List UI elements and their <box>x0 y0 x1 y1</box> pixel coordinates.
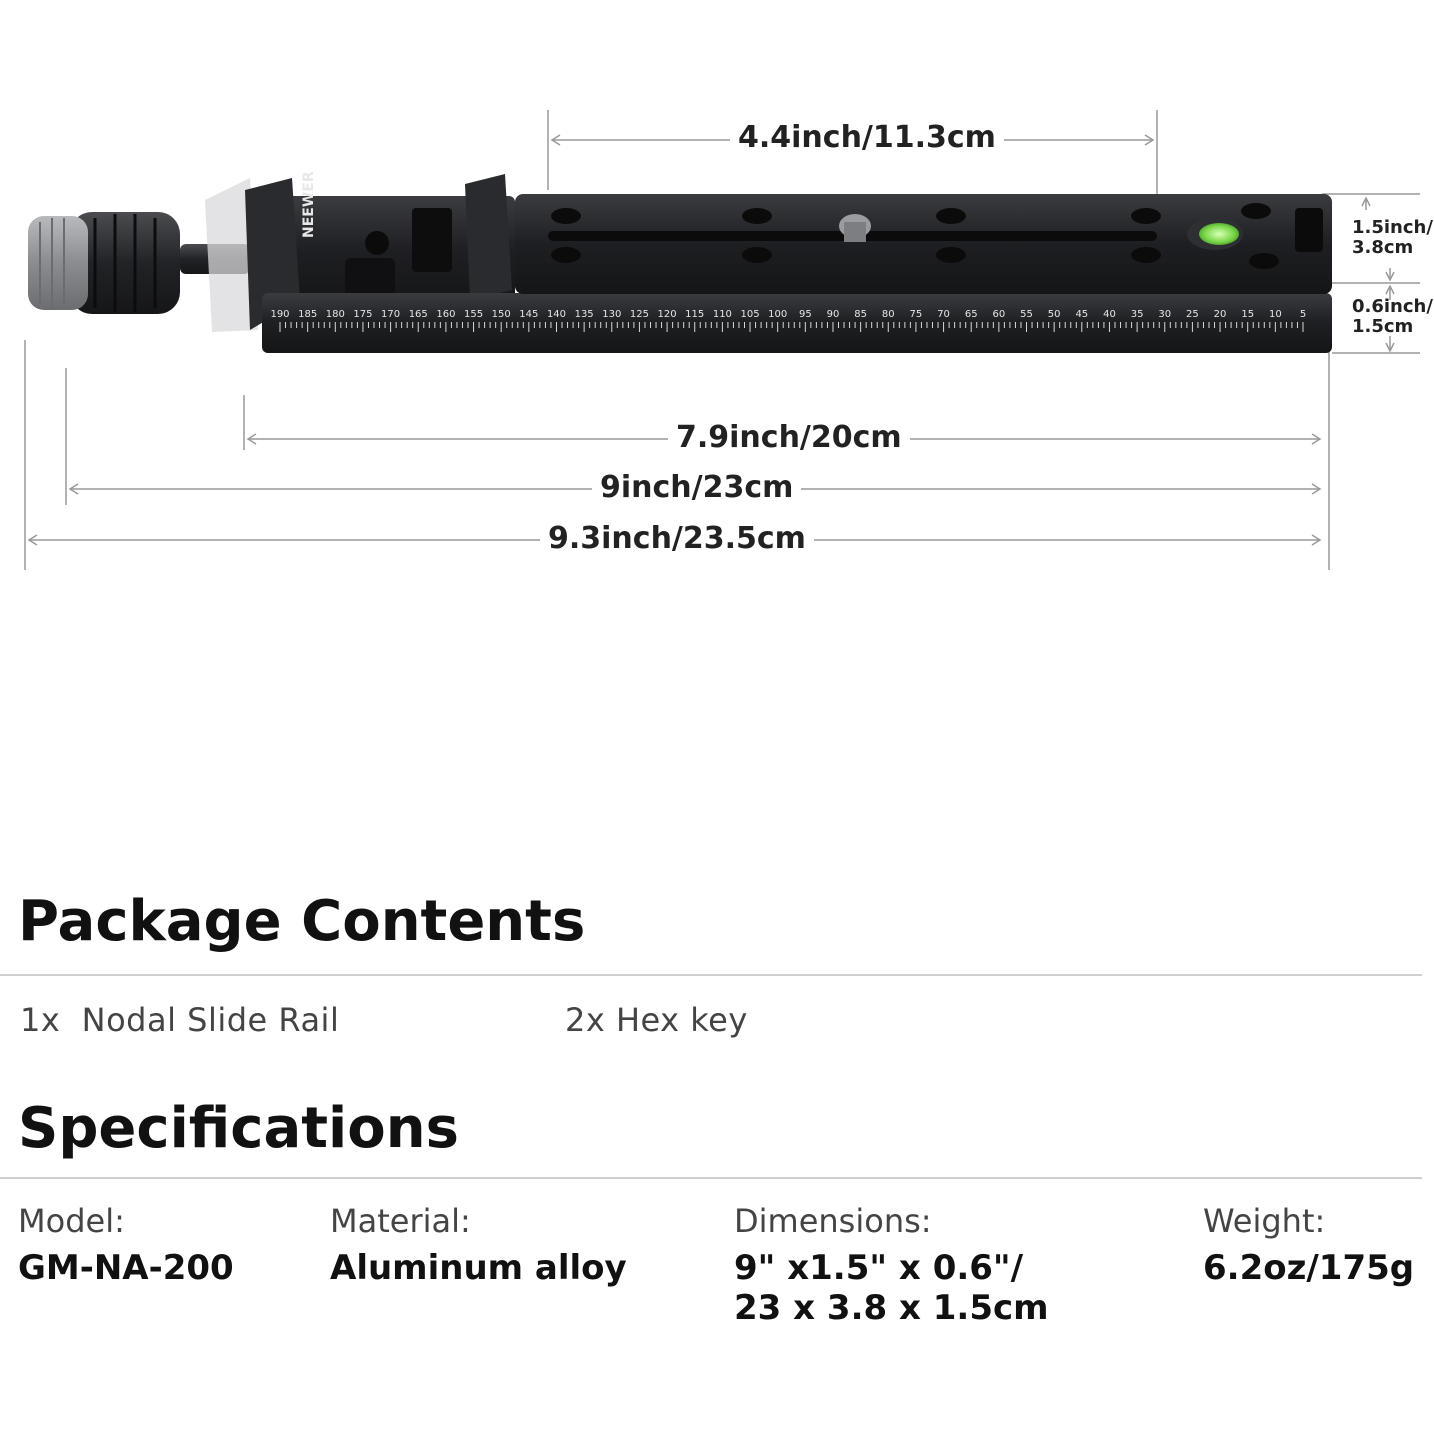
clamp-body: NEEWER <box>245 171 515 330</box>
spec-model-value: GM-NA-200 <box>18 1248 234 1288</box>
scale-number: 80 <box>882 309 895 320</box>
specifications-divider <box>0 1177 1422 1179</box>
scale-number: 160 <box>436 309 455 320</box>
spec-weight-label: Weight: <box>1203 1202 1326 1240</box>
package-item-rail: 1x Nodal Slide Rail <box>20 1001 340 1039</box>
scale-number: 95 <box>799 309 812 320</box>
scale-number: 100 <box>768 309 787 320</box>
scale-number: 65 <box>965 309 978 320</box>
scale-number: 5 <box>1300 309 1306 320</box>
spec-weight: Weight: 6.2oz/175g <box>1203 1200 1414 1288</box>
width-label: 1.5inch/ 3.8cm <box>1352 218 1433 258</box>
scale-number: 60 <box>992 309 1005 320</box>
scale-number: 105 <box>740 309 759 320</box>
width-label-line1: 1.5inch/ <box>1352 217 1433 238</box>
scale-number: 15 <box>1241 309 1254 320</box>
overall-length-label: 9.3inch/23.5cm <box>540 521 814 557</box>
rail-length-label: 7.9inch/20cm <box>668 420 910 456</box>
package-contents-title: Package Contents <box>18 889 586 954</box>
spec-material: Material: Aluminum alloy <box>330 1200 627 1288</box>
scale-number: 155 <box>464 309 483 320</box>
clamp-lever <box>205 178 258 332</box>
scale-number: 135 <box>575 309 594 320</box>
scale-number: 115 <box>685 309 704 320</box>
scale-number: 85 <box>854 309 867 320</box>
height-label-line1: 0.6inch/ <box>1352 296 1433 317</box>
product-figure: NEEWER 190185180175170165160155150145140… <box>24 110 1420 570</box>
scale-number: 45 <box>1075 309 1088 320</box>
scale-number: 120 <box>658 309 677 320</box>
slot-length-label: 4.4inch/11.3cm <box>730 120 1004 156</box>
package-item-hex-key: 2x Hex key <box>565 1001 748 1039</box>
width-label-line2: 3.8cm <box>1352 237 1414 258</box>
spec-dimensions: Dimensions: 9" x1.5" x 0.6"/ 23 x 3.8 x … <box>734 1200 1049 1328</box>
spec-material-value: Aluminum alloy <box>330 1248 627 1288</box>
spec-dimensions-label: Dimensions: <box>734 1202 932 1240</box>
brand-logo: NEEWER <box>301 171 317 238</box>
scale-number: 90 <box>827 309 840 320</box>
height-label-line2: 1.5cm <box>1352 316 1414 337</box>
spec-weight-value: 6.2oz/175g <box>1203 1248 1415 1288</box>
body-length-label: 9inch/23cm <box>592 470 802 506</box>
scale-number: 55 <box>1020 309 1033 320</box>
specifications-title: Specifications <box>18 1096 459 1161</box>
scale-number: 165 <box>409 309 428 320</box>
spec-dimensions-value-line1: 9" x1.5" x 0.6"/ <box>734 1248 1024 1288</box>
spec-material-label: Material: <box>330 1202 471 1240</box>
package-divider <box>0 974 1422 976</box>
scale-number: 50 <box>1048 309 1061 320</box>
scale-number: 170 <box>381 309 400 320</box>
rail-body <box>262 194 1332 353</box>
scale-number: 75 <box>910 309 923 320</box>
scale-number: 130 <box>602 309 621 320</box>
scale-number: 175 <box>353 309 372 320</box>
scale-number: 25 <box>1186 309 1199 320</box>
scale-number: 70 <box>937 309 950 320</box>
scale-number: 125 <box>630 309 649 320</box>
scale-number: 30 <box>1158 309 1171 320</box>
scale-number: 40 <box>1103 309 1116 320</box>
spec-model-label: Model: <box>18 1202 125 1240</box>
scale-number: 140 <box>547 309 566 320</box>
scale-number: 20 <box>1214 309 1227 320</box>
height-label: 0.6inch/ 1.5cm <box>1352 297 1433 337</box>
scale-number: 110 <box>713 309 732 320</box>
spec-dimensions-value-line2: 23 x 3.8 x 1.5cm <box>734 1288 1049 1328</box>
scale-number: 10 <box>1269 309 1282 320</box>
scale-number: 185 <box>298 309 317 320</box>
scale-number: 145 <box>519 309 538 320</box>
scale-number: 150 <box>492 309 511 320</box>
scale-number: 180 <box>326 309 345 320</box>
scale-number: 190 <box>270 309 289 320</box>
spec-model: Model: GM-NA-200 <box>18 1200 234 1288</box>
scale-number: 35 <box>1131 309 1144 320</box>
